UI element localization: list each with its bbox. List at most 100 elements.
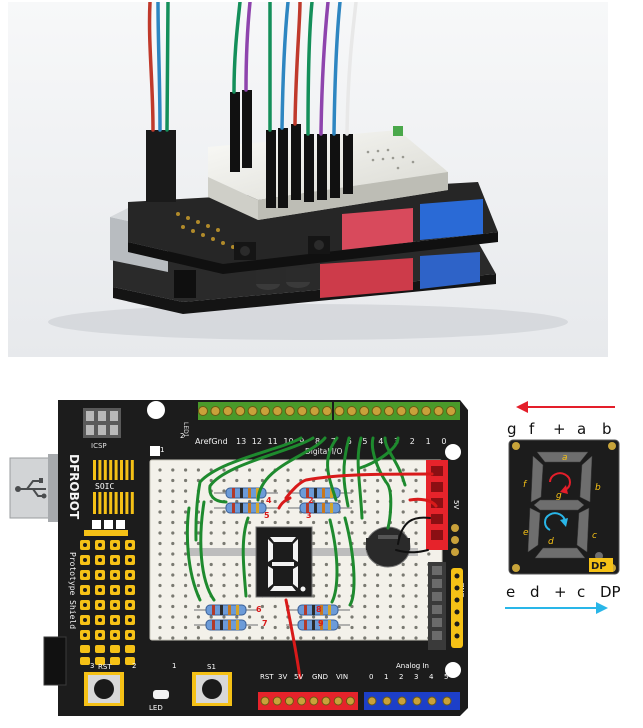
analog-pin-label: 0 bbox=[369, 673, 373, 681]
header-pin bbox=[442, 696, 452, 706]
segment-label: a bbox=[562, 453, 568, 463]
led-indicator bbox=[153, 690, 169, 699]
header-pin bbox=[371, 406, 382, 416]
segment-top-pin-label: a bbox=[577, 420, 586, 438]
buzzer bbox=[365, 526, 411, 568]
header-pin bbox=[284, 696, 294, 706]
pin-number-label: 12 bbox=[252, 437, 262, 446]
segment-top-pin-label: f bbox=[529, 420, 535, 438]
header-pin bbox=[333, 696, 343, 706]
s1-button[interactable] bbox=[192, 672, 232, 706]
header-pin bbox=[427, 696, 437, 706]
label-1-mid: 1 bbox=[172, 662, 176, 670]
pin-number-label: 2 bbox=[410, 437, 415, 446]
resistor bbox=[288, 487, 352, 499]
header-pin bbox=[412, 696, 422, 706]
header-pin bbox=[272, 406, 283, 416]
jumper-wires bbox=[185, 436, 438, 680]
resistors bbox=[194, 487, 352, 631]
s1-label: S1 bbox=[207, 663, 216, 671]
segment-top-pin-label: g bbox=[507, 420, 517, 438]
rst-label: RST bbox=[98, 663, 112, 671]
header-pin bbox=[309, 406, 320, 416]
header-pin bbox=[433, 406, 444, 416]
power-pin-label: RST bbox=[260, 673, 274, 681]
resistor bbox=[288, 502, 352, 514]
pin-number-label: 10 bbox=[283, 437, 293, 446]
header-pin bbox=[346, 406, 357, 416]
pin-number-label: 13 bbox=[236, 437, 246, 446]
pin-number-label: 5 bbox=[362, 437, 367, 446]
reset-button[interactable] bbox=[84, 672, 124, 706]
resistor-label: 8 bbox=[316, 605, 322, 614]
analog-pin-label: 1 bbox=[384, 673, 388, 681]
header-pin bbox=[421, 406, 432, 416]
power-pin-label: 5V bbox=[294, 673, 303, 681]
analog-header bbox=[364, 692, 460, 710]
segment-top-pin-label: + bbox=[553, 420, 566, 438]
resistor bbox=[214, 502, 278, 514]
label-2-left: 2 bbox=[132, 662, 136, 670]
resistor bbox=[286, 604, 350, 616]
header-pin bbox=[321, 696, 331, 706]
resistor-label: 6 bbox=[256, 605, 262, 614]
label-2-top: 2 bbox=[180, 432, 184, 440]
header-pin bbox=[297, 406, 308, 416]
label-1-top: 1 bbox=[160, 446, 164, 454]
power-header bbox=[258, 692, 358, 710]
header-pin bbox=[382, 696, 392, 706]
resistor-label: 4 bbox=[266, 496, 272, 505]
header-pin bbox=[396, 406, 407, 416]
segment-bottom-pin-label: DP bbox=[600, 583, 621, 601]
header-pin bbox=[260, 696, 270, 706]
label-3-left: 3 bbox=[90, 662, 94, 670]
dp-label: DP bbox=[591, 561, 607, 572]
segment-label: e bbox=[523, 528, 529, 538]
segment-label: g bbox=[556, 491, 562, 501]
header-pin bbox=[334, 406, 345, 416]
header-pin bbox=[297, 696, 307, 706]
header-pin bbox=[247, 406, 258, 416]
brand-label: DFROBOT bbox=[67, 454, 81, 520]
segment-top-pin-label: b bbox=[602, 420, 612, 438]
header-pin bbox=[210, 406, 221, 416]
resistor bbox=[286, 619, 350, 631]
power-jack bbox=[43, 636, 67, 686]
header-pin bbox=[446, 406, 456, 416]
hardware-photo bbox=[8, 2, 608, 357]
segment-bottom-pin-label: d bbox=[530, 583, 540, 601]
pad-grid bbox=[80, 530, 135, 640]
analog-pin-label: 4 bbox=[429, 673, 434, 681]
analog-pin-label: 2 bbox=[399, 673, 403, 681]
header-pin bbox=[284, 406, 295, 416]
header-pin bbox=[367, 696, 377, 706]
header-pin bbox=[345, 696, 355, 706]
resistor-label: 9 bbox=[318, 619, 324, 628]
usb-icon bbox=[20, 480, 46, 497]
segment-label: c bbox=[592, 531, 597, 541]
arrow-left-icon bbox=[516, 401, 528, 413]
pin-number-label: 1 bbox=[426, 437, 431, 446]
resistor-label: 2 bbox=[308, 496, 314, 505]
analog-label: Analog In bbox=[396, 662, 429, 670]
pin-number-label: 9 bbox=[299, 437, 304, 446]
power-pin-label: 3V bbox=[278, 673, 287, 681]
resistor-label: 5 bbox=[264, 511, 270, 520]
segment-label: b bbox=[595, 483, 601, 493]
aref-label: ArefGnd bbox=[195, 437, 228, 446]
header-pin bbox=[359, 406, 370, 416]
resistor-label: 7 bbox=[262, 619, 268, 628]
power-pin-label: GND bbox=[312, 673, 328, 681]
soic-pads: SOIC bbox=[92, 460, 136, 514]
seven-segment-display bbox=[255, 526, 313, 598]
soic-label: SOIC bbox=[95, 482, 114, 491]
resistor-label: 3 bbox=[306, 511, 312, 520]
header-pin bbox=[322, 406, 332, 416]
icsp-header: ICSP bbox=[83, 408, 121, 450]
header-pin bbox=[272, 696, 282, 706]
header-pin bbox=[309, 696, 319, 706]
5v-label: 5V bbox=[452, 500, 460, 509]
